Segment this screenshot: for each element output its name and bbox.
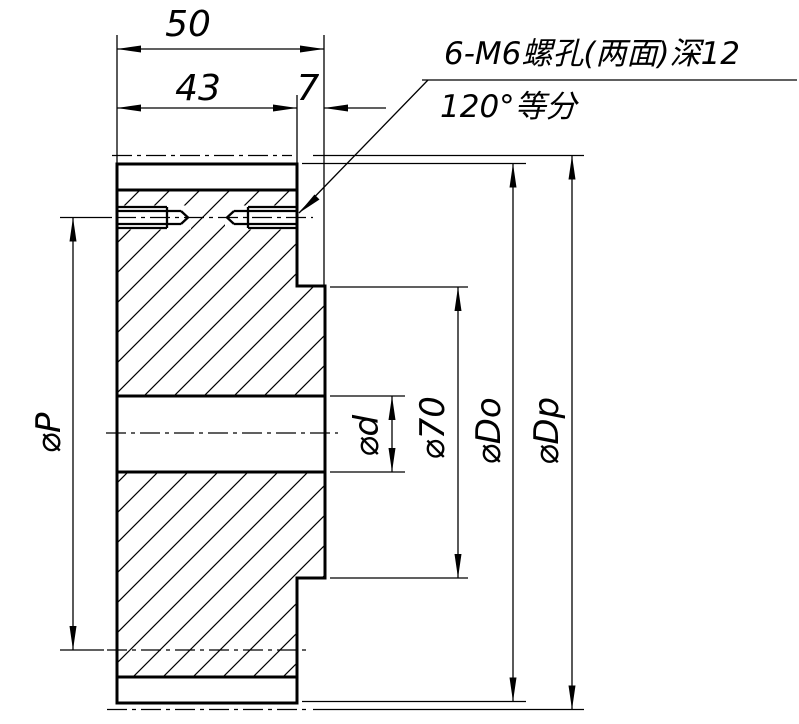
threaded-hole-left: [117, 205, 190, 230]
dim-boss-dia-label: ⌀70: [413, 396, 453, 460]
leader-line: [298, 79, 797, 214]
dim-pitch-dia-label: ⌀Dp: [527, 397, 567, 465]
dim-boss-width-label: 7: [297, 68, 320, 109]
dimension-lines: [60, 35, 584, 711]
dim-outside-dia-label: ⌀Do: [469, 397, 509, 464]
threaded-hole-right: [225, 205, 297, 230]
dim-body-width-label: 43: [175, 68, 221, 109]
dim-bore-label: ⌀d: [347, 415, 387, 457]
section-outline: [115, 162, 327, 705]
dimension-arrowheads: [69, 45, 576, 710]
note-thread-spec: 6-M6螺孔(两面)深12: [444, 36, 740, 72]
centerlines: [106, 154, 338, 711]
dim-bolt-circle-label: ⌀P: [29, 412, 69, 453]
dim-total-width-label: 50: [165, 4, 211, 45]
note-angular-spacing: 120°等分: [440, 89, 580, 125]
